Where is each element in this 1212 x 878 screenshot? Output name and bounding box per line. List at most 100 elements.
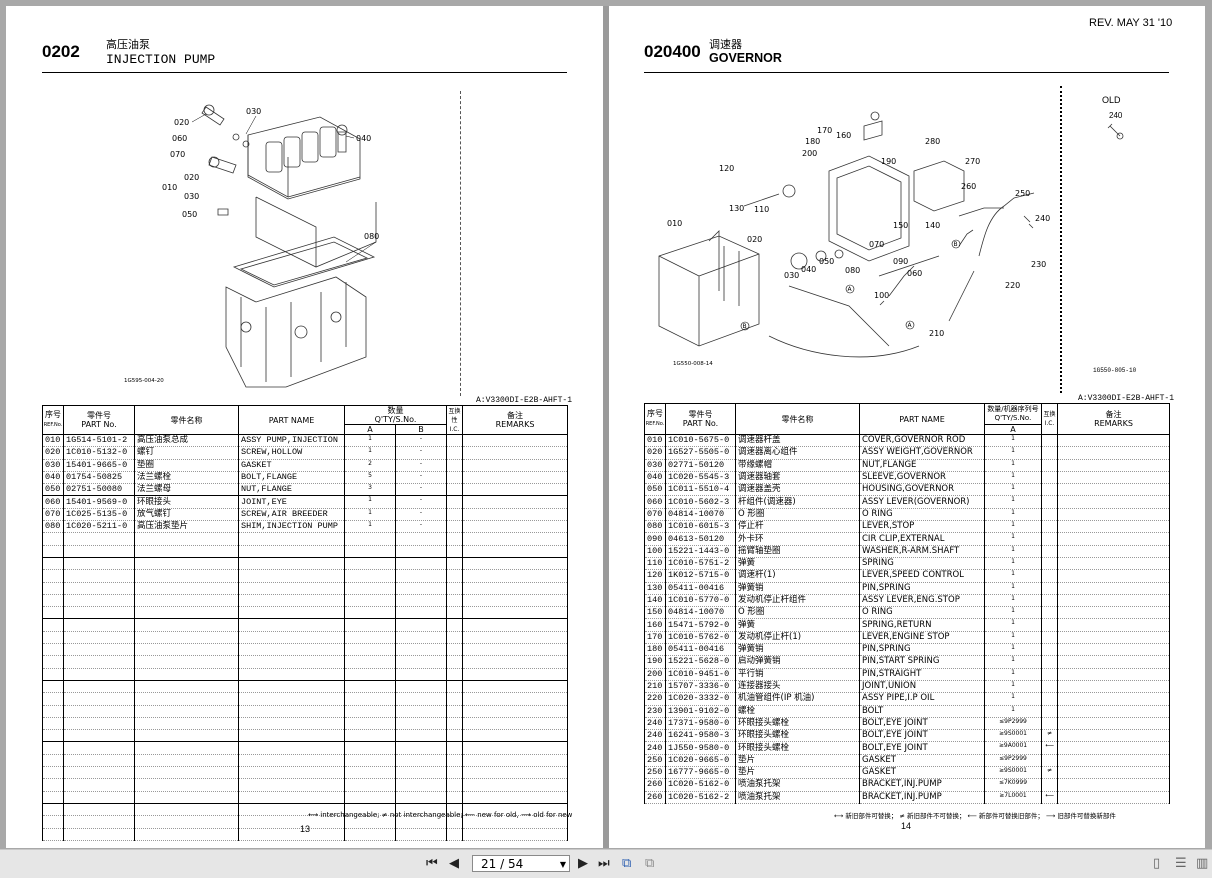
remarks-cell: [462, 778, 568, 792]
last-page-icon[interactable]: ⏭: [598, 856, 610, 871]
name-en-cell: [238, 606, 345, 620]
part-no-cell: [63, 803, 135, 817]
qty-a-cell: [344, 680, 396, 694]
part-no-cell: [63, 754, 135, 768]
remarks-cell: [462, 741, 568, 755]
remarks-cell: [1057, 754, 1170, 768]
svg-text:220: 220: [1005, 281, 1020, 290]
ic-cell: [446, 495, 463, 509]
ref-cell: [42, 692, 64, 706]
part-no-cell: [63, 557, 135, 571]
facing-view-icon[interactable]: ▥: [1196, 856, 1209, 871]
name-cn-cell: 发动机停止杆组件: [735, 594, 860, 608]
ic-cell: [446, 668, 463, 681]
name-cn-cell: [134, 655, 239, 669]
page-selector[interactable]: 21 / 54▼: [472, 855, 570, 872]
name-en-cell: ASSY LEVER,ENG.STOP: [859, 594, 985, 608]
table-row: [42, 705, 568, 718]
name-en-cell: JOINT,UNION: [859, 680, 985, 694]
qty-b-cell: [395, 766, 447, 780]
table-row: [42, 668, 568, 681]
table-row: [42, 717, 568, 731]
ref-cell: 050: [42, 483, 64, 497]
ic-cell: [1041, 594, 1058, 608]
name-cn-cell: 垫片: [735, 754, 860, 768]
qty-a-cell: 1: [984, 434, 1042, 448]
ref-cell: 180: [644, 643, 666, 657]
page-number: 13: [300, 824, 311, 834]
prev-page-icon[interactable]: ◀: [449, 856, 459, 871]
qty-b-cell: -: [395, 495, 447, 509]
ic-cell: [446, 446, 463, 460]
name-en-cell: SCREW,HOLLOW: [238, 446, 345, 460]
name-cn-cell: [134, 729, 239, 743]
section-number: 020400: [644, 42, 701, 61]
ref-cell: 260: [644, 791, 666, 804]
part-no-cell: 15221-1443-0: [665, 545, 736, 558]
name-cn-cell: [134, 717, 239, 731]
name-cn-cell: [134, 680, 239, 694]
qty-a-cell: 1: [984, 618, 1042, 632]
qty-b-cell: -: [395, 483, 447, 497]
two-page-icon[interactable]: ⧉: [645, 856, 655, 871]
qty-b-cell: [395, 643, 447, 657]
fit-page-icon[interactable]: ⧉: [622, 856, 632, 871]
qty-b-cell: -: [395, 471, 447, 485]
continuous-view-icon[interactable]: ☰: [1175, 856, 1187, 871]
part-no-cell: [63, 594, 135, 608]
next-page-icon[interactable]: ▶: [578, 856, 588, 871]
header-rule: [42, 72, 567, 73]
qty-a-cell: 1: [984, 594, 1042, 608]
svg-text:150: 150: [893, 221, 908, 230]
ic-cell: [446, 741, 463, 755]
part-no-cell: 05411-00416: [665, 643, 736, 657]
ref-cell: 100: [644, 545, 666, 558]
name-cn-cell: [134, 606, 239, 620]
ref-cell: [42, 828, 64, 841]
name-en-cell: HOUSING,GOVERNOR: [859, 483, 985, 497]
name-en-cell: BRACKET,INJ.PUMP: [859, 778, 985, 792]
qty-a-cell: 1: [984, 483, 1042, 497]
remarks-cell: [1057, 668, 1170, 681]
part-no-cell: [63, 680, 135, 694]
ic-cell: [1041, 778, 1058, 792]
ref-cell: [42, 532, 64, 546]
qty-a-cell: 5: [344, 471, 396, 485]
name-cn-cell: 调速器盖壳: [735, 483, 860, 497]
ref-cell: 250: [644, 766, 666, 780]
figure-code: 1G550-008-14: [673, 361, 713, 367]
qty-b-cell: [395, 791, 447, 804]
ref-cell: 070: [644, 508, 666, 522]
qty-a-cell: ≥9A0001: [984, 741, 1042, 755]
part-no-cell: [63, 643, 135, 657]
name-en-cell: BOLT: [859, 705, 985, 718]
name-en-cell: [238, 717, 345, 731]
remarks-cell: [462, 459, 568, 472]
remarks-cell: [462, 815, 568, 829]
qty-a-cell: [344, 778, 396, 792]
ic-cell: [1041, 471, 1058, 485]
qty-a-cell: 1: [344, 495, 396, 509]
ref-cell: [42, 803, 64, 817]
ref-cell: 220: [644, 692, 666, 706]
part-no-cell: 15401-9665-0: [63, 459, 135, 472]
name-en-cell: ASSY PIPE,I.P OIL: [859, 692, 985, 706]
single-view-icon[interactable]: ▯: [1153, 856, 1161, 871]
ic-cell: ⟵: [1041, 791, 1058, 804]
svg-text:120: 120: [719, 164, 734, 173]
remarks-cell: [1057, 741, 1170, 755]
svg-text:170: 170: [817, 126, 832, 135]
first-page-icon[interactable]: ⏮: [426, 856, 438, 871]
page-number: 14: [901, 821, 912, 831]
svg-text:270: 270: [965, 157, 980, 166]
ic-cell: [446, 778, 463, 792]
part-no-cell: 01754-50825: [63, 471, 135, 485]
name-en-cell: [238, 705, 345, 718]
ic-cell: [1041, 520, 1058, 534]
svg-text:A: A: [848, 286, 853, 293]
